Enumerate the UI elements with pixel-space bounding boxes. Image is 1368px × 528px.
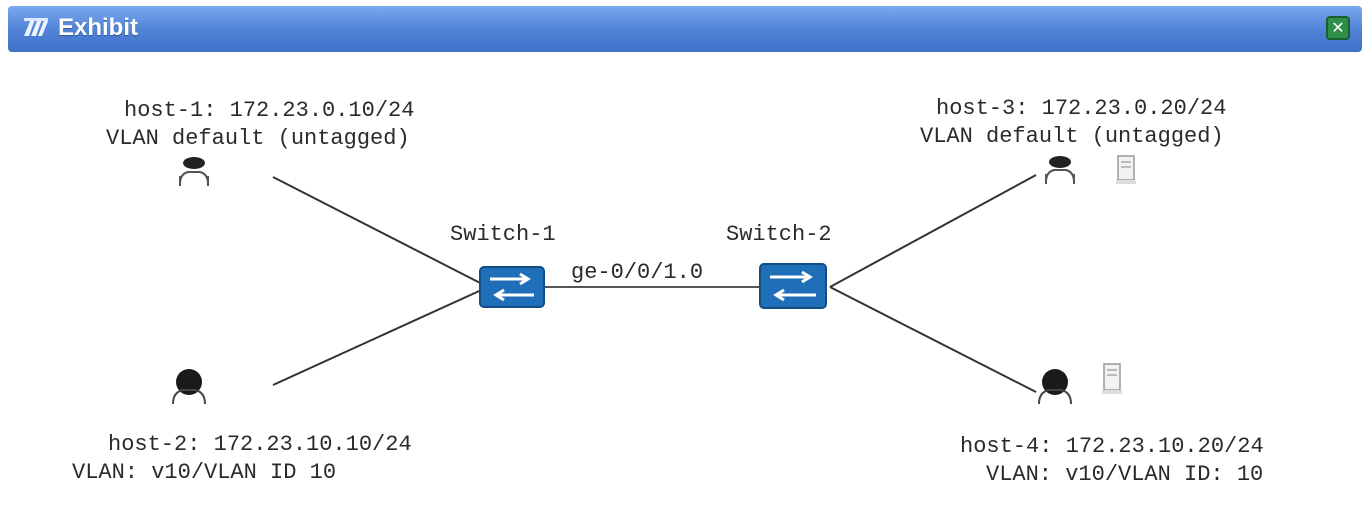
host-1-address: host-1: 172.23.0.10/24 (124, 98, 414, 123)
host-3-vlan: VLAN default (untagged) (920, 124, 1224, 149)
user-workstation-icon (1045, 156, 1075, 184)
close-icon: ✕ (1331, 18, 1345, 37)
user-workstation-icon (172, 369, 206, 405)
network-switch-icon (759, 263, 827, 309)
host-2-address: host-2: 172.23.10.10/24 (108, 432, 412, 457)
trunk-interface-label: ge-0/0/1.0 (571, 260, 703, 285)
user-workstation-icon (179, 157, 209, 186)
network-switch-icon (479, 266, 545, 308)
host-4: host-4: 172.23.10.20/24 VLAN: v10/VLAN I… (960, 363, 1264, 487)
host-4-address: host-4: 172.23.10.20/24 (960, 434, 1264, 459)
diagram-area: host-1: 172.23.0.10/24 VLAN default (unt… (8, 52, 1362, 522)
host-3-address: host-3: 172.23.0.20/24 (936, 96, 1226, 121)
host-1: host-1: 172.23.0.10/24 VLAN default (unt… (106, 98, 414, 186)
switch-2-label: Switch-2 (726, 222, 832, 247)
host-4-vlan: VLAN: v10/VLAN ID: 10 (986, 462, 1263, 487)
link-host1-switch1 (272, 176, 489, 288)
switch-1: Switch-1 (450, 222, 556, 308)
switch-1-label: Switch-1 (450, 222, 556, 247)
close-button[interactable]: ✕ (1326, 16, 1350, 40)
host-1-vlan: VLAN default (untagged) (106, 126, 410, 151)
link-switch2-host3 (829, 174, 1037, 288)
user-workstation-icon (1038, 369, 1072, 405)
network-diagram: host-1: 172.23.0.10/24 VLAN default (unt… (72, 96, 1264, 487)
link-host2-switch1 (272, 286, 489, 386)
computer-tower-icon (1102, 363, 1122, 394)
title-bar: Exhibit ✕ (8, 6, 1362, 52)
host-2-vlan: VLAN: v10/VLAN ID 10 (72, 460, 336, 485)
window-title: Exhibit (58, 14, 139, 41)
host-3: host-3: 172.23.0.20/24 VLAN default (unt… (920, 96, 1226, 184)
link-switch2-host4 (829, 286, 1037, 393)
computer-tower-icon (1116, 155, 1136, 184)
exhibit-window-icon (24, 18, 48, 36)
switch-2: Switch-2 (726, 222, 832, 309)
host-2: host-2: 172.23.10.10/24 VLAN: v10/VLAN I… (72, 369, 412, 485)
